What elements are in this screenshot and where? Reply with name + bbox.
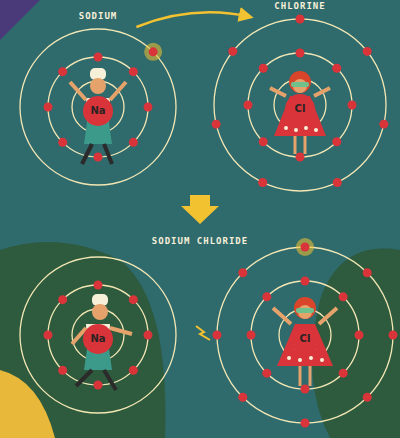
element-symbol: Cl (285, 94, 315, 124)
electron (238, 268, 247, 277)
electron (348, 101, 357, 110)
electron-glow (144, 43, 162, 61)
electron (262, 292, 271, 301)
electron (149, 47, 158, 56)
electron (58, 295, 67, 304)
corner-yellow (0, 370, 55, 438)
atom: CHLORINECl (212, 17, 388, 193)
electron (363, 47, 372, 56)
shell-ring (214, 19, 386, 191)
electron (389, 331, 398, 340)
electron (129, 67, 138, 76)
electron (94, 153, 103, 162)
electron (301, 385, 310, 394)
electron (332, 64, 341, 73)
atom: Na (18, 255, 178, 415)
compound-name: SODIUM CHLORIDE (152, 236, 248, 246)
electron (144, 103, 153, 112)
electron (355, 331, 364, 340)
corner-purple (0, 0, 40, 40)
shell-ring (248, 53, 352, 157)
electron (129, 366, 138, 375)
atom-name: SODIUM (18, 11, 178, 21)
element-symbol: Na (83, 96, 113, 126)
electron (262, 369, 271, 378)
electron (58, 67, 67, 76)
electron (213, 331, 222, 340)
atom: Cl (215, 245, 395, 425)
shell-ring (251, 281, 359, 389)
electron (247, 331, 256, 340)
electron (144, 331, 153, 340)
shell-ring (217, 247, 393, 423)
sodium-ion-character (72, 294, 132, 390)
electron (259, 64, 268, 73)
ground-left (0, 242, 165, 438)
electron (94, 53, 103, 62)
electron (296, 49, 305, 58)
electron (301, 277, 310, 286)
electron (296, 153, 305, 162)
atom: SODIUMNa (18, 27, 178, 187)
electron (58, 138, 67, 147)
electron-glow (296, 238, 314, 256)
electron (58, 366, 67, 375)
electron (301, 243, 310, 252)
electron (212, 120, 221, 129)
ground-right (312, 249, 400, 438)
element-symbol: Cl (290, 324, 320, 354)
electron (296, 15, 305, 24)
electron (333, 178, 342, 187)
electron (94, 281, 103, 290)
electron (379, 120, 388, 129)
electron (129, 138, 138, 147)
attraction-spark (196, 326, 210, 340)
shell-ring (48, 285, 148, 385)
shell-ring (20, 29, 176, 185)
element-symbol: Na (83, 324, 113, 354)
electron (363, 393, 372, 402)
electron (258, 178, 267, 187)
chloride-ion-character (273, 297, 337, 386)
electron-shells (20, 15, 398, 428)
chlorine-character (270, 71, 330, 154)
electron (332, 137, 341, 146)
electron (238, 393, 247, 402)
electron-transfer-arrow (136, 12, 250, 27)
electron (44, 103, 53, 112)
electron (339, 292, 348, 301)
sodium-character (70, 68, 126, 164)
electron (339, 369, 348, 378)
shell-ring (20, 257, 176, 413)
electron (259, 137, 268, 146)
electron (363, 268, 372, 277)
shell-ring (48, 57, 148, 157)
electron (228, 47, 237, 56)
electron (301, 419, 310, 428)
atom-name: CHLORINE (212, 1, 388, 11)
reaction-arrow (181, 195, 219, 224)
electron (129, 295, 138, 304)
electron (244, 101, 253, 110)
electron (94, 381, 103, 390)
electron (44, 331, 53, 340)
